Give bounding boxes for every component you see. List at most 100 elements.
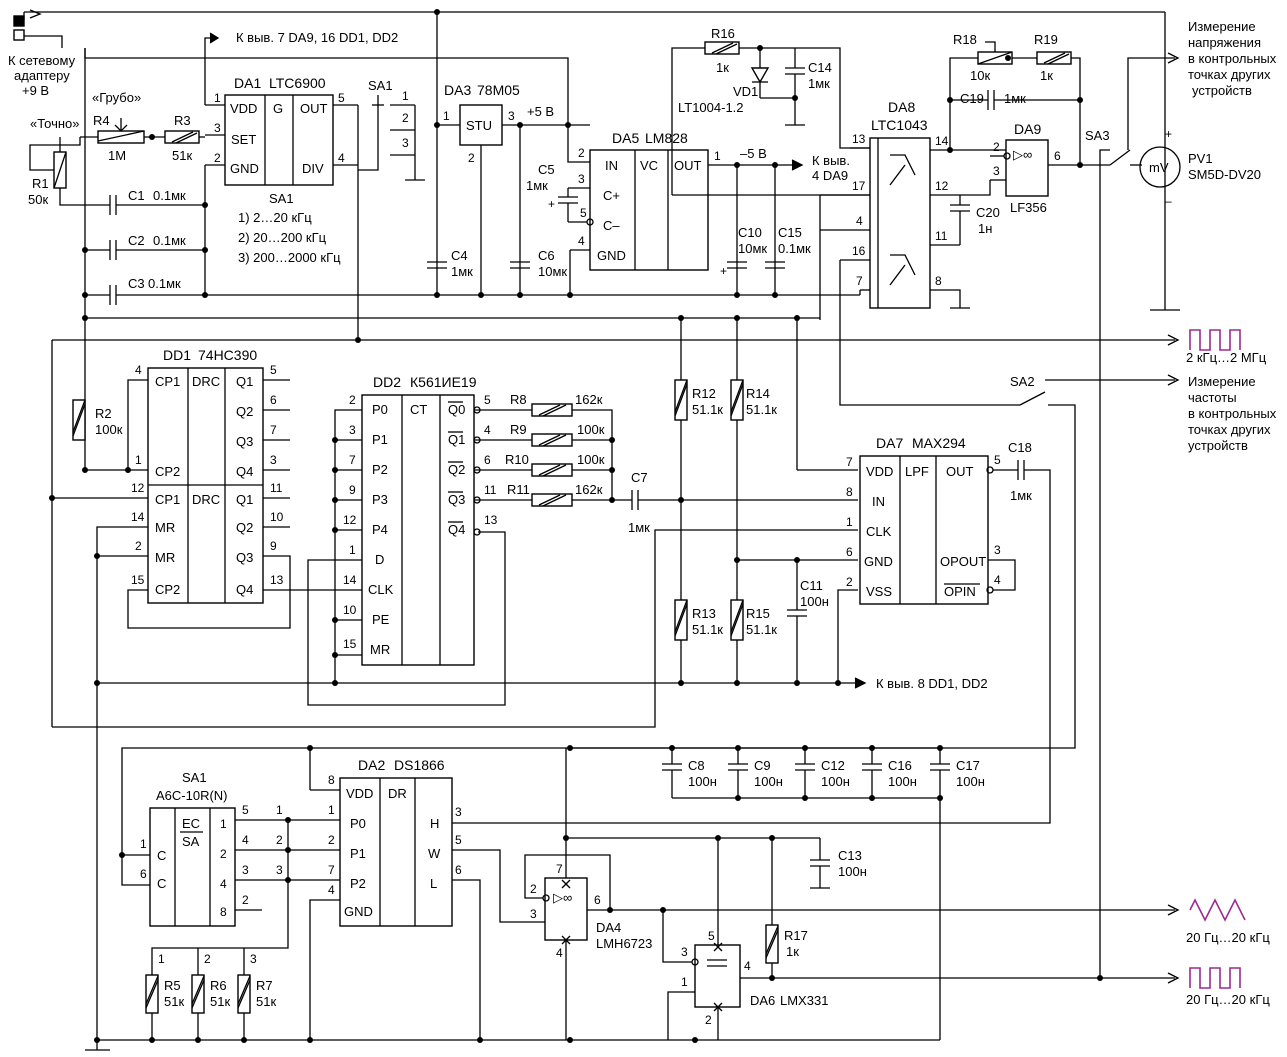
svg-text:11: 11 [484, 483, 497, 497]
svg-text:2: 2 [204, 952, 211, 966]
svg-text:3: 3 [242, 863, 249, 877]
svg-text:100н: 100н [688, 774, 717, 789]
da2-ds1866: DA2 DS1866 VDD DR P0 H P1 W P2 L GND 8 1… [309, 757, 545, 1040]
svg-text:PE: PE [372, 612, 390, 627]
svg-text:2: 2 [135, 539, 142, 553]
svg-text:13: 13 [852, 132, 866, 146]
svg-text:14: 14 [131, 510, 145, 524]
svg-text:100н: 100н [754, 774, 783, 789]
svg-text:Q4: Q4 [236, 464, 253, 479]
svg-text:162к: 162к [575, 392, 603, 407]
coarse-label: «Грубо» [92, 90, 141, 105]
svg-text:7: 7 [856, 274, 863, 288]
svg-text:DIV: DIV [302, 161, 324, 176]
svg-text:C18: C18 [1008, 440, 1032, 455]
svg-text:3: 3 [681, 945, 688, 959]
svg-text:2: 2 [578, 146, 585, 160]
svg-text:SA: SA [182, 834, 200, 849]
svg-text:12: 12 [343, 513, 357, 527]
svg-text:MR: MR [155, 550, 175, 565]
svg-text:100к: 100к [95, 422, 123, 437]
svg-text:P2: P2 [350, 876, 366, 891]
svg-text:2: 2 [242, 893, 249, 907]
svg-text:C2: C2 [128, 233, 145, 248]
svg-text:4: 4 [220, 877, 227, 891]
svg-text:3) 200…2000 кГц: 3) 200…2000 кГц [238, 250, 341, 265]
svg-text:▷∞: ▷∞ [553, 890, 572, 905]
svg-text:C4: C4 [451, 248, 468, 263]
svg-text:2: 2 [993, 140, 1000, 154]
svg-text:Q4: Q4 [236, 582, 253, 597]
svg-text:R11: R11 [507, 482, 530, 497]
svg-text:51.1к: 51.1к [746, 622, 777, 637]
svg-text:1: 1 [140, 837, 147, 851]
svg-text:C8: C8 [688, 758, 705, 773]
svg-text:LMX331: LMX331 [780, 993, 828, 1008]
svg-text:H: H [430, 816, 439, 831]
svg-text:1: 1 [328, 803, 335, 817]
svg-text:LPF: LPF [905, 464, 929, 479]
svg-text:IN: IN [872, 494, 885, 509]
svg-text:12: 12 [131, 481, 145, 495]
da9-lf356: R18 10к R19 1к C19 1мк DA9 ▷∞ 2 3 6 LF35… [947, 32, 1110, 245]
svg-text:C: C [157, 848, 166, 863]
svg-text:8: 8 [328, 773, 335, 787]
svg-text:CP1: CP1 [155, 374, 180, 389]
svg-text:15: 15 [343, 637, 357, 651]
svg-text:4: 4 [328, 883, 335, 897]
svg-text:OPOUT: OPOUT [940, 554, 986, 569]
adapter-label-2: адаптеру [14, 68, 70, 83]
svg-text:LTC6900: LTC6900 [269, 75, 326, 91]
svg-text:51.1к: 51.1к [746, 402, 777, 417]
r2: R2 100к [72, 399, 123, 473]
svg-text:1н: 1н [978, 221, 992, 236]
svg-text:L: L [430, 876, 437, 891]
svg-text:CT: CT [410, 402, 427, 417]
svg-text:OUT: OUT [946, 464, 974, 479]
svg-text:P1: P1 [372, 432, 388, 447]
svg-text:2: 2 [402, 111, 409, 125]
svg-text:DA8: DA8 [888, 99, 915, 115]
svg-text:C17: C17 [956, 758, 980, 773]
svg-text:Q2: Q2 [236, 520, 253, 535]
svg-text:CP2: CP2 [155, 582, 180, 597]
adapter-label-1: К сетевому [8, 53, 76, 68]
da3-78m05: DA3 78M05 STU 1 3 2 +5 В C4 1мк C6 10мк [427, 12, 590, 298]
svg-text:11: 11 [270, 481, 283, 495]
svg-text:51.1к: 51.1к [692, 402, 723, 417]
svg-text:3: 3 [276, 863, 283, 877]
svg-text:Q3: Q3 [236, 550, 253, 565]
svg-text:DA7: DA7 [876, 435, 903, 451]
svg-text:4: 4 [856, 214, 863, 228]
svg-text:1: 1 [714, 149, 721, 163]
to-pins-7-label: К выв. 7 DA9, 16 DD1, DD2 [236, 30, 398, 45]
svg-text:OPIN: OPIN [944, 584, 976, 599]
svg-text:C10: C10 [738, 225, 762, 240]
svg-text:13: 13 [270, 573, 284, 587]
sa2-switch: SA2 Измерение частоты в контрольных точк… [309, 374, 1277, 790]
svg-text:1: 1 [349, 543, 356, 557]
svg-text:C12: C12 [821, 758, 845, 773]
svg-text:5: 5 [580, 206, 587, 220]
svg-text:DD1: DD1 [163, 347, 191, 363]
c1-c2-c3: C1 0.1мк C2 0.1мк C3 0.1мк [82, 48, 860, 470]
svg-text:8: 8 [220, 905, 227, 919]
svg-text:4: 4 [556, 946, 563, 960]
svg-text:GND: GND [864, 554, 893, 569]
svg-text:VSS: VSS [866, 584, 892, 599]
svg-text:C15: C15 [778, 225, 802, 240]
svg-text:IN: IN [605, 158, 618, 173]
svg-text:LM828: LM828 [645, 130, 688, 146]
svg-text:6: 6 [140, 867, 147, 881]
svg-text:6: 6 [455, 863, 462, 877]
svg-text:10к: 10к [970, 68, 990, 83]
svg-text:7: 7 [556, 862, 563, 876]
svg-text:1мк: 1мк [628, 520, 650, 535]
sa1-top-switch: SA1 1 2 3 SA1 1) 2…20 кГц 2) 20…200 кГц … [238, 78, 425, 343]
da8-ltc1043: DA8 LTC1043 13 17 4 16 7 14 12 11 8 [819, 99, 1020, 406]
svg-text:15: 15 [131, 573, 145, 587]
svg-text:+: + [548, 197, 555, 211]
svg-text:1: 1 [135, 453, 142, 467]
svg-text:P3: P3 [372, 492, 388, 507]
decoupling-caps: C8 100н C9 100н C12 100н C16 100н [121, 745, 985, 1040]
